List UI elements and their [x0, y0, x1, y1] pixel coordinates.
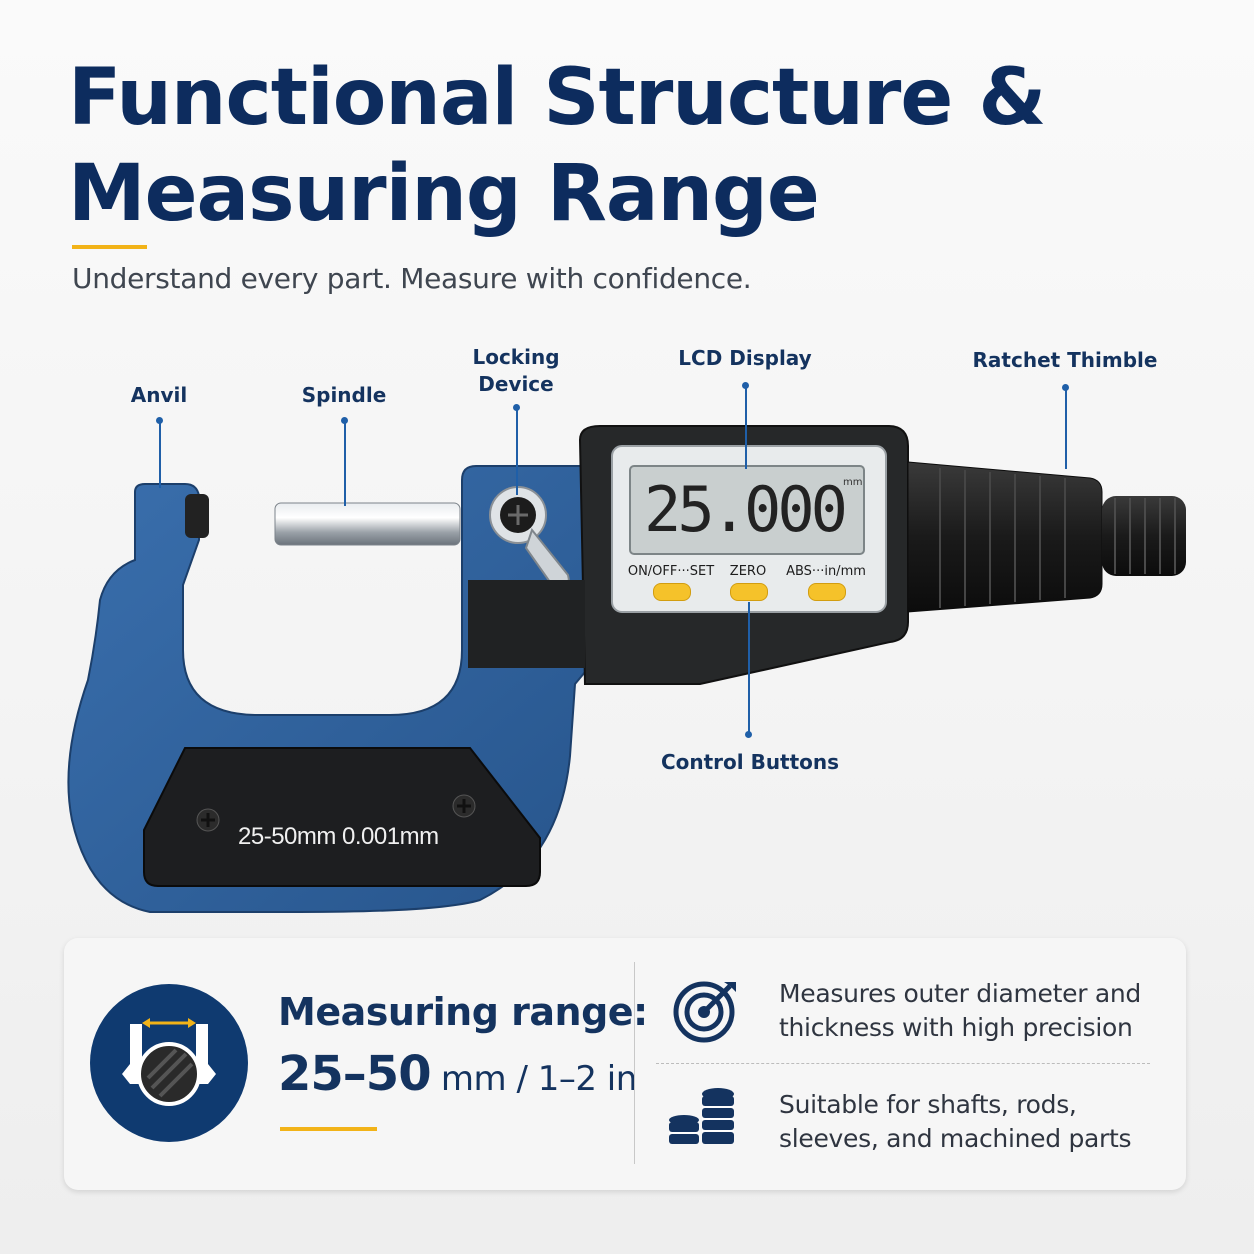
abs-in-mm-button[interactable] — [808, 583, 846, 601]
feature-applications: Suitable for shafts, rods, sleeves, and … — [779, 1088, 1132, 1156]
label-lcd-display: LCD Display — [678, 346, 812, 370]
spindle-leader-line — [344, 420, 346, 506]
range-accent-rule — [280, 1127, 377, 1131]
on-off-set-button[interactable] — [653, 583, 691, 601]
zero-button[interactable] — [730, 583, 768, 601]
panel-dashed-divider — [656, 1063, 1150, 1064]
locking-leader-line — [516, 407, 518, 495]
measuring-range-title: Measuring range: — [278, 990, 648, 1034]
lcd-unit: mm — [843, 477, 863, 488]
feature-precision-line-1: Measures outer diameter and — [779, 979, 1141, 1008]
range-in-unit: in — [596, 1059, 638, 1099]
feature-applications-line-2: sleeves, and machined parts — [779, 1124, 1132, 1153]
label-locking-device: Locking Device — [472, 344, 559, 398]
label-locking-line-1: Locking — [472, 345, 560, 369]
abs-in-mm-label: ABS···in/mm — [786, 564, 866, 579]
measuring-range-value: 25–50 mm / 1–2 in — [278, 1046, 637, 1102]
micrometer-illustration — [67, 425, 1186, 913]
controls-leader-line — [748, 602, 750, 732]
label-locking-line-2: Device — [478, 372, 554, 396]
label-ratchet-thimble: Ratchet Thimble — [972, 348, 1158, 372]
frame-nameplate — [143, 747, 541, 887]
frame-marking: 25-50mm 0.001mm — [238, 823, 439, 850]
feature-precision: Measures outer diameter and thickness wi… — [779, 977, 1141, 1045]
feature-applications-line-1: Suitable for shafts, rods, — [779, 1090, 1077, 1119]
lcd-reading: 25.000 — [644, 473, 848, 546]
thimble-sleeve — [907, 461, 1103, 613]
spindle-rod — [274, 502, 461, 546]
lcd-screen — [629, 465, 865, 555]
range-in-value: 1–2 — [537, 1059, 597, 1099]
panel-vertical-divider — [634, 962, 635, 1164]
label-anvil: Anvil — [130, 383, 188, 407]
controls-leader-dot — [745, 731, 752, 738]
anvil-leader-line — [159, 420, 161, 488]
feature-precision-line-2: thickness with high precision — [779, 1013, 1133, 1042]
target-icon — [673, 981, 736, 1043]
ratchet-leader-line — [1065, 387, 1067, 469]
label-spindle: Spindle — [301, 383, 387, 407]
caliper-range-icon — [90, 984, 248, 1142]
on-off-set-label: ON/OFF···SET — [627, 564, 715, 579]
subtitle: Understand every part. Measure with conf… — [72, 262, 752, 295]
page-title: Functional Structure & Measuring Range — [68, 50, 1046, 242]
range-mm-unit: mm / — [430, 1059, 538, 1099]
coin-stack-icon — [669, 1088, 734, 1144]
lcd-leader-line — [745, 385, 747, 469]
range-mm-value: 25–50 — [278, 1046, 432, 1102]
title-line-2: Measuring Range — [68, 149, 820, 239]
zero-label: ZERO — [729, 564, 767, 579]
title-accent-rule — [72, 245, 147, 249]
title-line-1: Functional Structure & — [68, 53, 1046, 143]
label-control-buttons: Control Buttons — [660, 750, 840, 774]
anvil-tip — [185, 494, 209, 538]
info-panel — [64, 938, 1186, 1190]
